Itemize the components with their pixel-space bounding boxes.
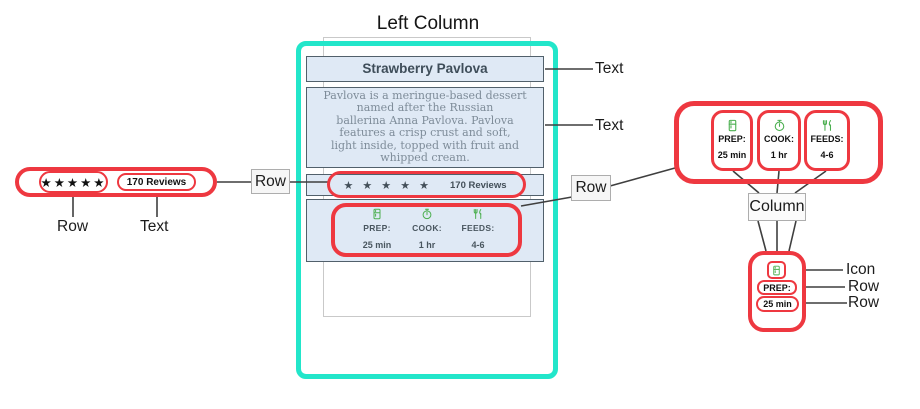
recipe-info-row: PREP: 25 min COOK: 1 hr FEEDS: 4-6 — [306, 199, 544, 262]
text-annotation: Text — [140, 218, 169, 235]
info-label: PREP: — [718, 134, 746, 144]
restaurant-icon — [821, 119, 834, 132]
row-annotation-box: Row — [251, 169, 290, 194]
left-column-outline — [296, 41, 558, 379]
rating-row-highlight — [327, 171, 526, 198]
info-value: 1 hr — [418, 240, 436, 250]
info-value: 1 hr — [770, 150, 788, 160]
info-label: PREP: — [363, 223, 391, 233]
icon-annotation: Icon — [846, 261, 876, 278]
connector-line — [788, 220, 797, 252]
review-count-zoom: 170 Reviews — [117, 173, 196, 191]
timer-icon — [421, 208, 433, 220]
connector-line — [609, 167, 676, 187]
prep-label-chip: PREP: — [757, 280, 797, 295]
info-column-prep: PREP: 25 min — [355, 208, 399, 250]
diagram-heading: Left Column — [376, 13, 480, 34]
recipe-rating-row: ★ ★ ★ ★ ★ 170 Reviews — [306, 174, 544, 196]
info-value: 4-6 — [471, 240, 485, 250]
restaurant-icon — [472, 208, 484, 220]
kitchen-icon — [371, 208, 383, 220]
star-rating-zoom: ★★★★★ — [39, 171, 108, 193]
info-label: COOK: — [412, 223, 442, 233]
feeds-column-zoom: FEEDS: 4-6 — [804, 110, 850, 171]
info-label: COOK: — [764, 134, 794, 144]
info-column-cook: COOK: 1 hr — [405, 208, 449, 250]
timer-icon — [773, 119, 786, 132]
row-annotation-box: Row — [571, 175, 611, 201]
info-value: 25 min — [362, 240, 392, 250]
text-annotation: Text — [595, 117, 624, 134]
connector-line — [757, 220, 767, 252]
info-column-feeds: FEEDS: 4-6 — [456, 208, 500, 250]
column-annotation-box: Column — [748, 193, 806, 221]
row-annotation: Row — [848, 294, 880, 311]
prep-column-zoom: PREP: 25 min — [711, 110, 753, 171]
info-label: FEEDS: — [810, 134, 844, 144]
prep-value-chip: 25 min — [756, 296, 799, 312]
recipe-description: Pavlova is a meringue-based dessert name… — [306, 87, 544, 168]
recipe-title: Strawberry Pavlova — [306, 56, 544, 82]
text-annotation: Text — [595, 60, 624, 77]
prep-icon-chip — [767, 261, 786, 279]
info-row-highlight — [331, 203, 522, 257]
info-value: 4-6 — [820, 150, 834, 160]
row-annotation: Row — [848, 278, 880, 295]
review-count: 170 Reviews — [450, 179, 507, 191]
kitchen-icon — [771, 265, 782, 276]
kitchen-icon — [726, 119, 739, 132]
cook-column-zoom: COOK: 1 hr — [757, 110, 801, 171]
row-annotation: Row — [57, 218, 89, 235]
info-value: 25 min — [717, 150, 747, 160]
star-rating: ★ ★ ★ ★ ★ — [343, 179, 432, 192]
info-label: FEEDS: — [461, 223, 495, 233]
